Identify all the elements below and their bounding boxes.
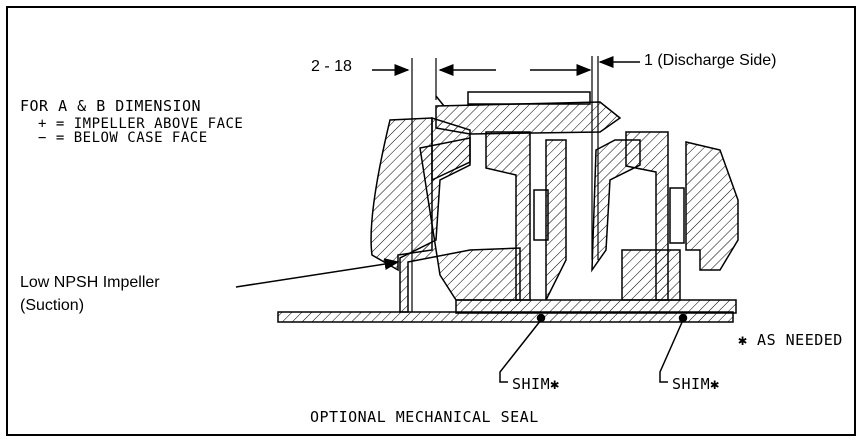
discharge-head: [435, 91, 622, 135]
drawing-frame: [6, 6, 856, 436]
impeller-stage-1: [399, 131, 567, 313]
legend-minus-line: − = BELOW CASE FACE: [38, 130, 208, 146]
impeller-callout: Low NPSH Impeller: [20, 274, 160, 291]
impeller-stage-2: [591, 131, 739, 301]
leader-lines: [235, 258, 688, 383]
dimension-label-discharge: 1 (Discharge Side): [644, 52, 777, 69]
legend-plus-line: + = IMPELLER ABOVE FACE: [38, 116, 244, 132]
as-needed-note: ✱ AS NEEDED: [738, 331, 843, 349]
shim-label-2: SHIM✱: [672, 375, 720, 393]
shim-label-1: SHIM✱: [512, 375, 560, 393]
shaft-and-base: [277, 299, 737, 323]
impeller-callout-suction: (Suction): [20, 297, 85, 314]
legend-title: FOR A & B DIMENSION: [20, 97, 202, 115]
dimension-label-stages: 2 - 18: [311, 58, 352, 75]
drawing-caption: OPTIONAL MECHANICAL SEAL: [310, 408, 539, 426]
